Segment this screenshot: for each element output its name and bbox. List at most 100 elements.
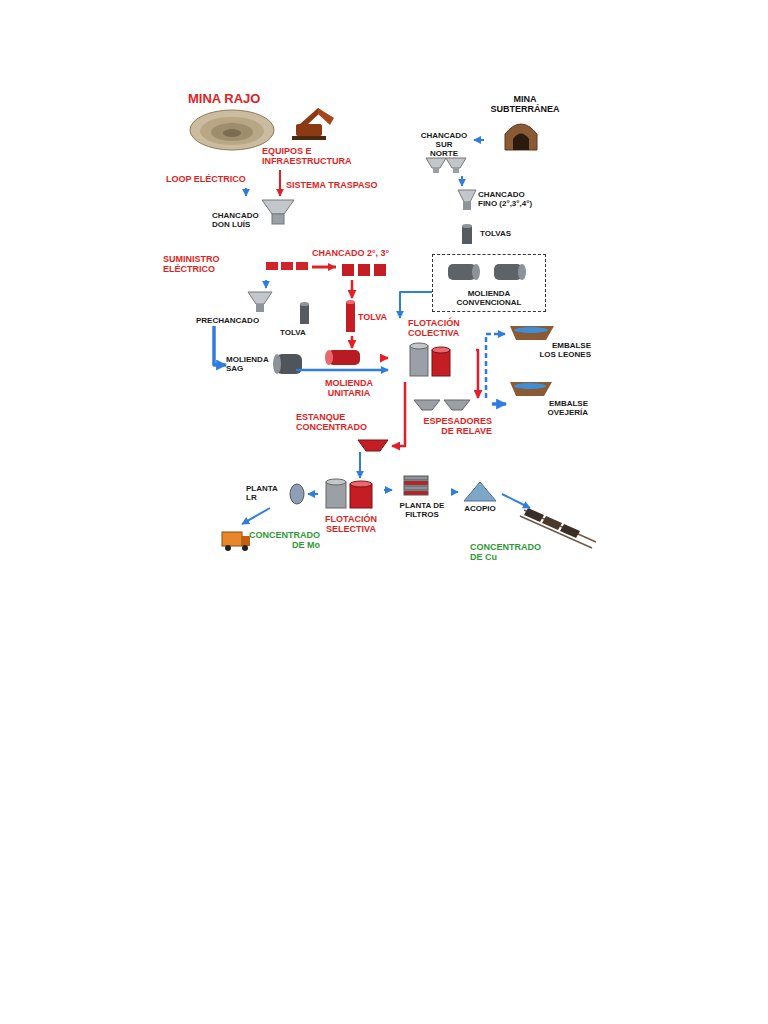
red-hopper xyxy=(346,302,355,332)
open-pit xyxy=(223,129,241,137)
fine-crusher xyxy=(458,190,476,210)
process-node: LOOP ELÉCTRICO xyxy=(166,174,256,188)
filter-press xyxy=(404,476,428,495)
process-node: MOLIENDA SAG xyxy=(226,350,296,380)
thickeners xyxy=(414,400,440,410)
filter-press xyxy=(404,476,428,480)
primary-crusher xyxy=(262,200,294,224)
process-node: MINA SUBTERRÁNEA xyxy=(484,94,566,152)
selective-flotation-cells xyxy=(326,482,346,508)
node-label: TOLVAS xyxy=(480,230,511,239)
selective-flotation-cells xyxy=(350,484,372,508)
flow-arrow xyxy=(452,491,458,493)
process-node: EMBALSE LOS LEONES xyxy=(505,324,591,360)
process-node: CHANCADO FINO (2°,3°,4°) xyxy=(454,186,550,214)
process-node: TOLVA xyxy=(344,298,396,336)
filter-press xyxy=(404,486,428,490)
open-pit xyxy=(211,123,253,141)
node-label: TOLVA xyxy=(280,329,306,338)
process-node: ESTANQUE CONCENTRADO xyxy=(296,412,392,452)
open-pit xyxy=(200,117,264,145)
node-label: CHANCADO FINO (2°,3°,4°) xyxy=(478,191,542,209)
node-label: MINA SUBTERRÁNEA xyxy=(486,94,564,114)
tunnel-entrance xyxy=(513,134,529,151)
truck xyxy=(242,536,250,546)
flow-arrow xyxy=(380,357,388,360)
tailings-ponds xyxy=(510,382,552,396)
flow-arrow xyxy=(214,326,226,365)
process-node: FLOTACIÓN COLECTIVA xyxy=(388,318,476,382)
node-label: CHANCADO xyxy=(421,132,468,141)
thickeners xyxy=(444,400,470,410)
flotation-cells xyxy=(410,346,428,376)
node-label: CHANCADO 2°, 3° xyxy=(312,248,389,258)
flotation-cells xyxy=(410,343,428,349)
grey-hopper xyxy=(300,302,309,306)
primary-crusher xyxy=(262,200,294,214)
process-node: FLOTACIÓN SELECTIVA xyxy=(318,478,384,534)
crusher-pair xyxy=(446,158,466,168)
bins xyxy=(462,224,472,228)
pre-crusher xyxy=(248,292,272,312)
crusher-pair xyxy=(453,168,459,173)
secondary-crushers xyxy=(342,264,354,276)
conventional-mills xyxy=(448,264,526,280)
flow-arrow xyxy=(308,493,318,495)
tailings-ponds xyxy=(510,326,554,340)
node-label: PLANTA DE FILTROS xyxy=(394,502,450,520)
crusher-pair xyxy=(426,158,466,173)
flotation-cells xyxy=(432,350,450,376)
stockpile xyxy=(464,482,496,501)
truck xyxy=(225,545,231,551)
node-label: ESPESADORES DE RELAVE xyxy=(416,416,492,436)
crusher-pair xyxy=(433,168,439,173)
node-label: SISTEMA TRASPASO xyxy=(286,180,378,190)
flow-arrow xyxy=(492,402,506,406)
truck xyxy=(242,545,248,551)
flow-arrow xyxy=(461,176,463,186)
flow-arrow xyxy=(486,334,505,398)
tailings-ponds xyxy=(514,327,548,333)
process-node: MINA RAJO xyxy=(188,92,298,108)
tailings-ponds xyxy=(514,383,546,389)
process-node: MOLIENDA UNITARIA xyxy=(318,348,380,398)
open-pit xyxy=(190,110,274,150)
conventional-mills xyxy=(472,264,480,280)
stockpile xyxy=(464,482,496,501)
secondary-crushers xyxy=(266,262,278,270)
truck xyxy=(222,532,250,551)
bins xyxy=(462,226,472,244)
node-label: EMBALSE LOS LEONES xyxy=(535,342,591,360)
process-node: MOLIENDA CONVENCIONAL xyxy=(432,254,546,312)
flow-arrow xyxy=(474,139,484,141)
pre-crusher xyxy=(256,304,264,312)
shovel-equipment xyxy=(292,136,326,140)
flow-arrow xyxy=(392,382,405,446)
node-label: TOLVA xyxy=(358,312,387,322)
tunnel-entrance xyxy=(505,124,537,150)
selective-flotation-cells xyxy=(326,479,372,508)
process-node: PLANTA LR xyxy=(246,480,308,508)
flow-arrow xyxy=(384,489,392,491)
node-label: MINA RAJO xyxy=(188,92,260,107)
node-label: ESTANQUE CONCENTRADO xyxy=(296,412,376,432)
tunnel-entrance xyxy=(505,124,537,150)
node-label: MOLIENDA CONVENCIONAL xyxy=(449,290,529,308)
train xyxy=(524,508,544,522)
shovel-equipment xyxy=(318,108,334,125)
process-node: EMBALSE OVEJERÍA xyxy=(506,380,588,418)
process-node: TOLVAS xyxy=(458,222,518,246)
truck xyxy=(222,532,242,546)
flow-arrow xyxy=(351,336,354,348)
flotation-cells xyxy=(432,347,450,353)
node-label: FLOTACIÓN COLECTIVA xyxy=(408,318,472,338)
open-pit xyxy=(190,110,274,150)
unit-mill xyxy=(325,350,360,365)
grey-hopper xyxy=(300,302,309,324)
grey-hopper xyxy=(300,304,309,324)
node-label: MOLIENDA UNITARIA xyxy=(320,378,378,398)
fine-crusher xyxy=(458,190,476,202)
node-label: MOLIENDA SAG xyxy=(226,356,274,374)
